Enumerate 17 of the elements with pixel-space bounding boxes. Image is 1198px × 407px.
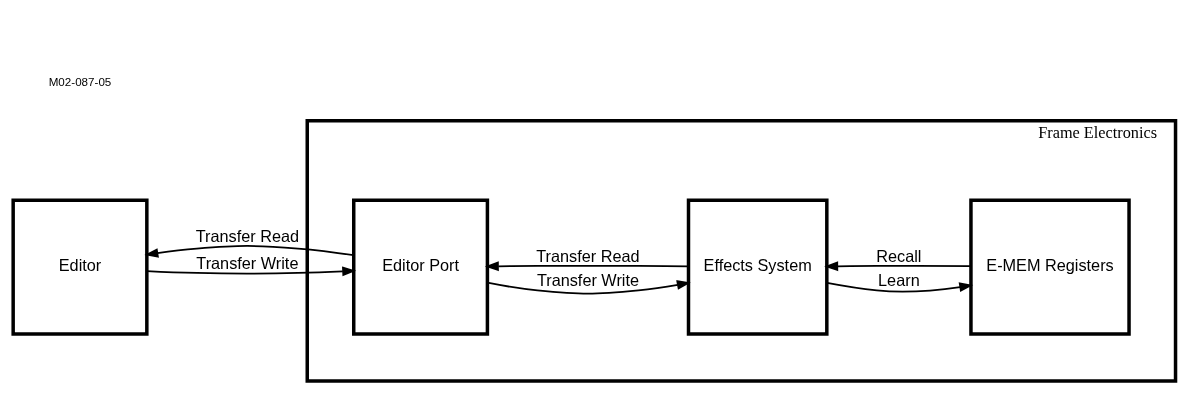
node-box: E-MEM Registers bbox=[969, 198, 1131, 336]
edge-label: Transfer Write bbox=[196, 253, 299, 272]
edge-label: Transfer Read bbox=[195, 226, 300, 245]
label: M02-087-05 bbox=[48, 75, 112, 89]
node-box: Editor Port bbox=[352, 198, 490, 336]
arrow bbox=[144, 245, 355, 258]
arrow bbox=[486, 280, 691, 295]
arrow bbox=[146, 266, 357, 277]
arrow bbox=[484, 261, 690, 272]
edge-label: Recall bbox=[876, 246, 922, 265]
edge-label: Transfer Write bbox=[536, 270, 640, 289]
arrow bbox=[824, 261, 972, 272]
node-box: Effects System bbox=[686, 198, 829, 336]
edge-label: Learn bbox=[878, 270, 920, 289]
edge-label: Transfer Read bbox=[536, 246, 640, 265]
arrow bbox=[826, 282, 974, 293]
node-box: Editor bbox=[11, 198, 149, 336]
